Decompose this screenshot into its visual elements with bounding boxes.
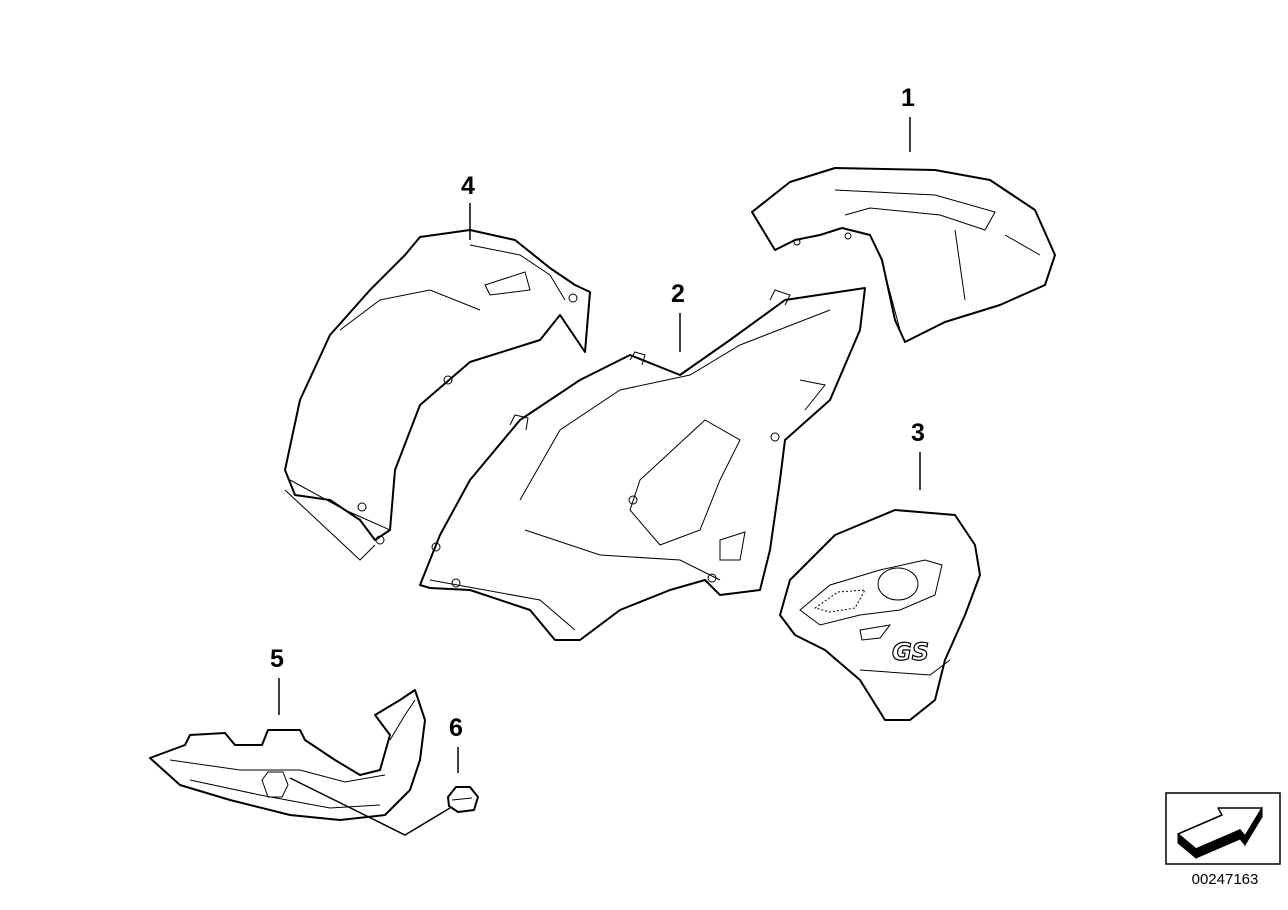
gs-badge: GS bbox=[892, 638, 929, 666]
part-4-inner-panel[interactable] bbox=[284, 229, 591, 561]
callout-1[interactable]: 1 bbox=[901, 84, 915, 112]
leader-lines bbox=[278, 117, 921, 836]
callout-5[interactable]: 5 bbox=[270, 645, 284, 673]
part-1-upper-fairing[interactable] bbox=[751, 167, 1056, 343]
part-6-cap[interactable] bbox=[447, 786, 479, 813]
callout-4[interactable]: 4 bbox=[461, 172, 475, 200]
document-number: 00247163 bbox=[1191, 871, 1259, 888]
forward-arrow-icon bbox=[1165, 792, 1281, 865]
part-5-lower-fairing[interactable] bbox=[149, 689, 426, 821]
callout-6[interactable]: 6 bbox=[449, 714, 463, 742]
callout-2[interactable]: 2 bbox=[671, 280, 685, 308]
callout-3[interactable]: 3 bbox=[911, 419, 925, 447]
part-3-side-cover[interactable]: GS bbox=[779, 509, 981, 721]
part-2-side-panel[interactable] bbox=[419, 287, 866, 641]
